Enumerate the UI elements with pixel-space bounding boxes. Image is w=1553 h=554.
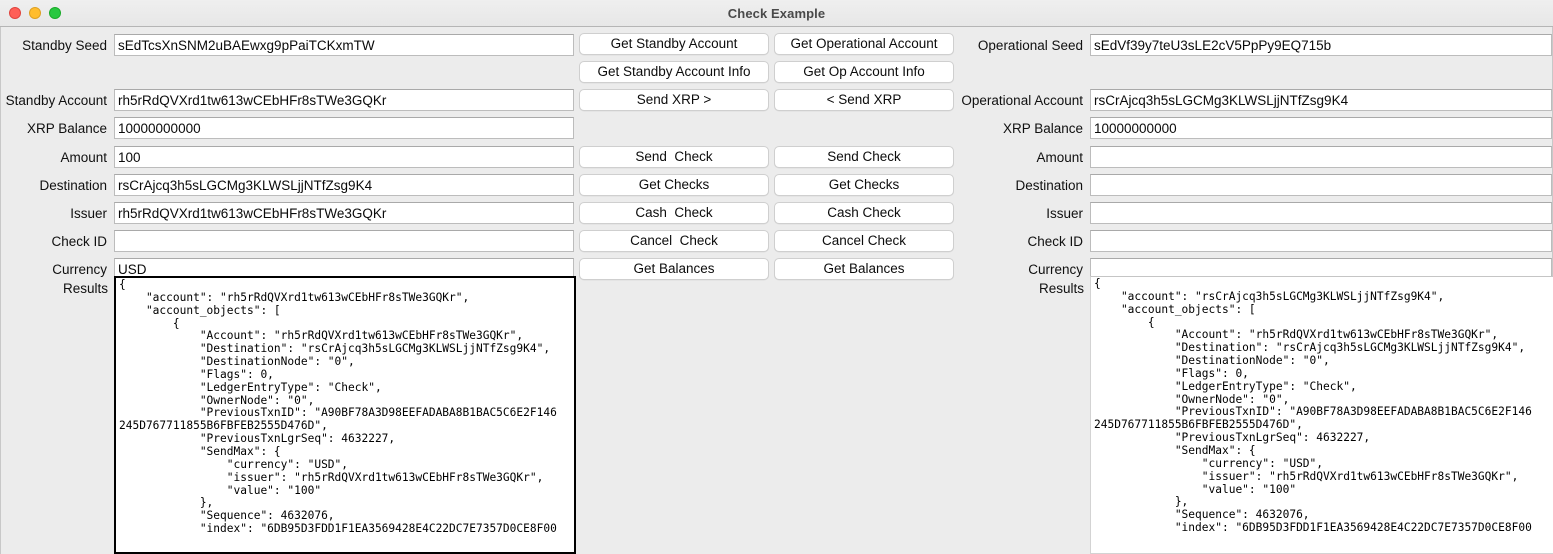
- standby-destination-input[interactable]: [114, 174, 574, 196]
- standby-balance-row: XRP Balance: [1, 117, 574, 139]
- window-title: Check Example: [727, 5, 826, 21]
- operational-amount-label: Amount: [1036, 149, 1083, 165]
- maximize-button[interactable]: [49, 7, 61, 19]
- operational-destination-label: Destination: [1015, 177, 1083, 193]
- operational-destination-input[interactable]: [1090, 174, 1552, 196]
- operational-checkid-row: Check ID: [959, 230, 1552, 252]
- get-operational-account-button[interactable]: Get Operational Account: [774, 33, 954, 55]
- get-standby-account-info-button[interactable]: Get Standby Account Info: [579, 61, 769, 83]
- standby-issuer-label: Issuer: [70, 205, 107, 221]
- operational-destination-row: Destination: [959, 174, 1552, 196]
- operational-seed-input[interactable]: [1090, 34, 1552, 56]
- standby-checkid-row: Check ID: [1, 230, 574, 252]
- close-button[interactable]: [9, 7, 21, 19]
- operational-issuer-input[interactable]: [1090, 202, 1552, 224]
- standby-results-textarea[interactable]: { "account": "rh5rRdQVXrd1tw613wCEbHFr8s…: [114, 276, 576, 554]
- standby-account-input[interactable]: [114, 89, 574, 111]
- operational-seed-label: Operational Seed: [977, 37, 1083, 53]
- standby-seed-input[interactable]: [114, 34, 574, 56]
- cash-check-operational-button[interactable]: Cash Check: [774, 202, 954, 224]
- standby-checkid-input[interactable]: [114, 230, 574, 252]
- operational-balance-label: XRP Balance: [1002, 120, 1083, 136]
- standby-amount-row: Amount: [1, 146, 574, 168]
- standby-results-label: Results: [62, 281, 108, 296]
- standby-amount-label: Amount: [60, 149, 107, 165]
- operational-amount-input[interactable]: [1090, 146, 1552, 168]
- standby-balance-input[interactable]: [114, 117, 574, 139]
- minimize-button[interactable]: [29, 7, 41, 19]
- standby-checkid-label: Check ID: [51, 233, 107, 249]
- get-balances-operational-button[interactable]: Get Balances: [774, 258, 954, 280]
- operational-currency-label: Currency: [1028, 261, 1083, 277]
- standby-balance-label: XRP Balance: [26, 120, 107, 136]
- standby-account-row: Standby Account: [1, 89, 574, 111]
- operational-account-row: Operational Account: [959, 89, 1552, 111]
- operational-results-label: Results: [1038, 281, 1084, 296]
- get-checks-standby-button[interactable]: Get Checks: [579, 174, 769, 196]
- send-check-standby-button[interactable]: Send Check: [579, 146, 769, 168]
- standby-currency-row: Currency: [1, 258, 574, 280]
- operational-seed-row: Operational Seed: [959, 34, 1552, 56]
- get-checks-operational-button[interactable]: Get Checks: [774, 174, 954, 196]
- standby-destination-row: Destination: [1, 174, 574, 196]
- operational-issuer-label: Issuer: [1046, 205, 1083, 221]
- standby-seed-label: Standby Seed: [22, 37, 107, 53]
- standby-issuer-input[interactable]: [114, 202, 574, 224]
- operational-account-label: Operational Account: [961, 92, 1083, 108]
- send-xrp-standby-button[interactable]: Send XRP >: [579, 89, 769, 111]
- main-content: Standby Seed Standby Account XRP Balance…: [0, 27, 1553, 554]
- get-op-account-info-button[interactable]: Get Op Account Info: [774, 61, 954, 83]
- send-check-operational-button[interactable]: Send Check: [774, 146, 954, 168]
- cancel-check-standby-button[interactable]: Cancel Check: [579, 230, 769, 252]
- standby-currency-label: Currency: [52, 261, 107, 277]
- operational-balance-input[interactable]: [1090, 117, 1552, 139]
- get-standby-account-button[interactable]: Get Standby Account: [579, 33, 769, 55]
- cancel-check-operational-button[interactable]: Cancel Check: [774, 230, 954, 252]
- get-balances-standby-button[interactable]: Get Balances: [579, 258, 769, 280]
- cash-check-standby-button[interactable]: Cash Check: [579, 202, 769, 224]
- window-titlebar: Check Example: [0, 0, 1553, 27]
- standby-destination-label: Destination: [39, 177, 107, 193]
- send-xrp-operational-button[interactable]: < Send XRP: [774, 89, 954, 111]
- operational-issuer-row: Issuer: [959, 202, 1552, 224]
- standby-currency-input[interactable]: [114, 258, 574, 280]
- standby-amount-input[interactable]: [114, 146, 574, 168]
- operational-checkid-label: Check ID: [1027, 233, 1083, 249]
- standby-issuer-row: Issuer: [1, 202, 574, 224]
- operational-account-input[interactable]: [1090, 89, 1552, 111]
- standby-account-label: Standby Account: [5, 92, 107, 108]
- standby-seed-row: Standby Seed: [1, 34, 574, 56]
- operational-currency-input[interactable]: [1090, 258, 1552, 280]
- operational-balance-row: XRP Balance: [959, 117, 1552, 139]
- operational-results-textarea[interactable]: { "account": "rsCrAjcq3h5sLGCMg3KLWSLjjN…: [1090, 276, 1553, 554]
- operational-currency-row: Currency: [959, 258, 1552, 280]
- operational-amount-row: Amount: [959, 146, 1552, 168]
- operational-checkid-input[interactable]: [1090, 230, 1552, 252]
- window-controls: [9, 0, 61, 26]
